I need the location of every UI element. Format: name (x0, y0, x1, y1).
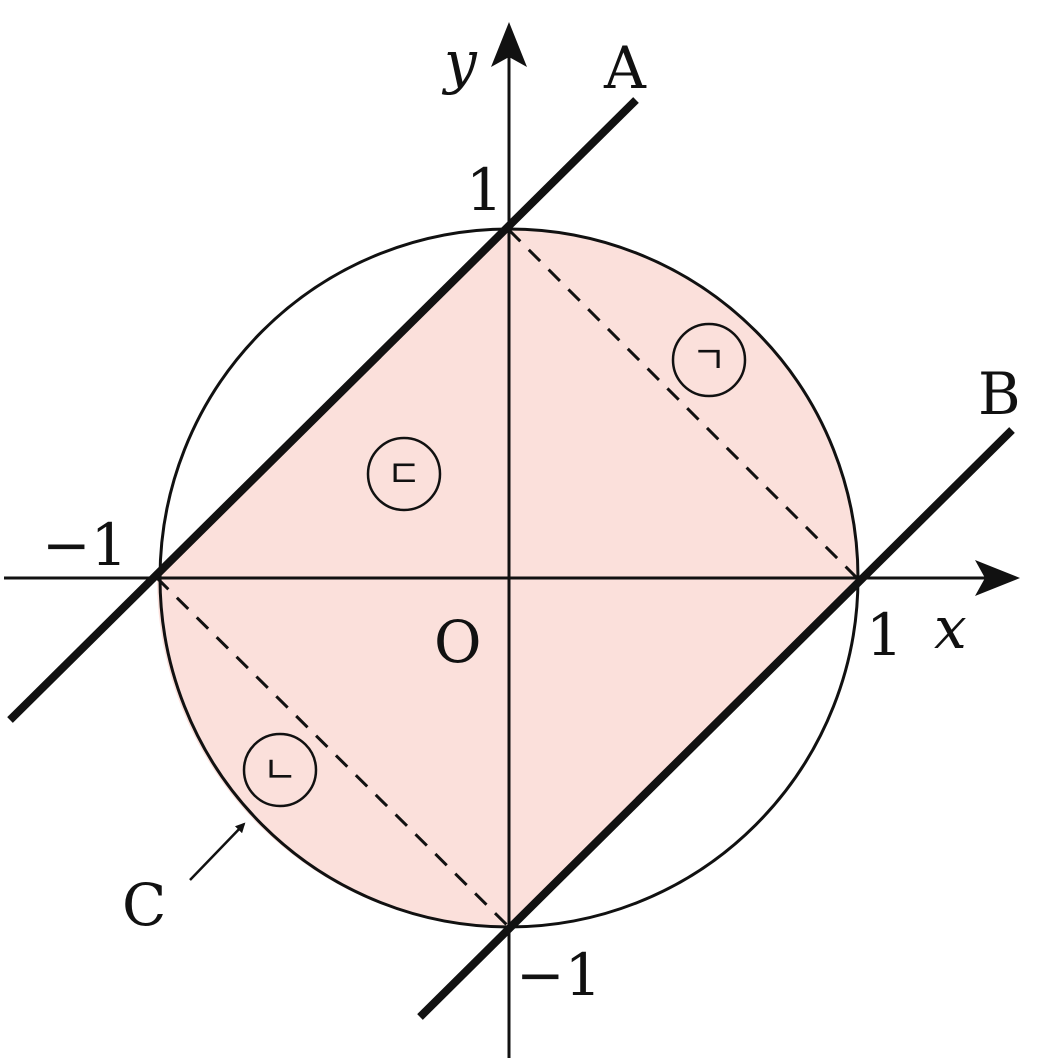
region-label-3: ㄷ (366, 436, 442, 512)
y-axis-arrow-icon (491, 22, 527, 67)
x-axis-arrow-icon (975, 560, 1020, 596)
origin-label: O (434, 608, 482, 676)
region-3-text: ㄷ (387, 452, 422, 496)
x-axis-label: x (934, 594, 967, 662)
y-axis-label: y (441, 28, 478, 96)
y-tick-neg-1: −1 (516, 941, 602, 1009)
x-tick-1: 1 (866, 601, 903, 669)
line-b (417, 427, 1015, 1020)
circle-pointer-arrow-icon (189, 822, 246, 881)
region-2-text: ㄴ (263, 748, 298, 792)
region-1-text: ㄱ (692, 338, 727, 382)
line-b-label: B (978, 360, 1021, 428)
region-label-1: ㄱ (671, 322, 747, 398)
region-label-2: ㄴ (242, 732, 318, 808)
line-a-label: A (603, 34, 647, 102)
y-tick-1: 1 (466, 156, 503, 224)
line-a (7, 97, 639, 723)
circle-c-label: C (122, 871, 166, 939)
x-tick-neg-1: −1 (42, 511, 128, 579)
